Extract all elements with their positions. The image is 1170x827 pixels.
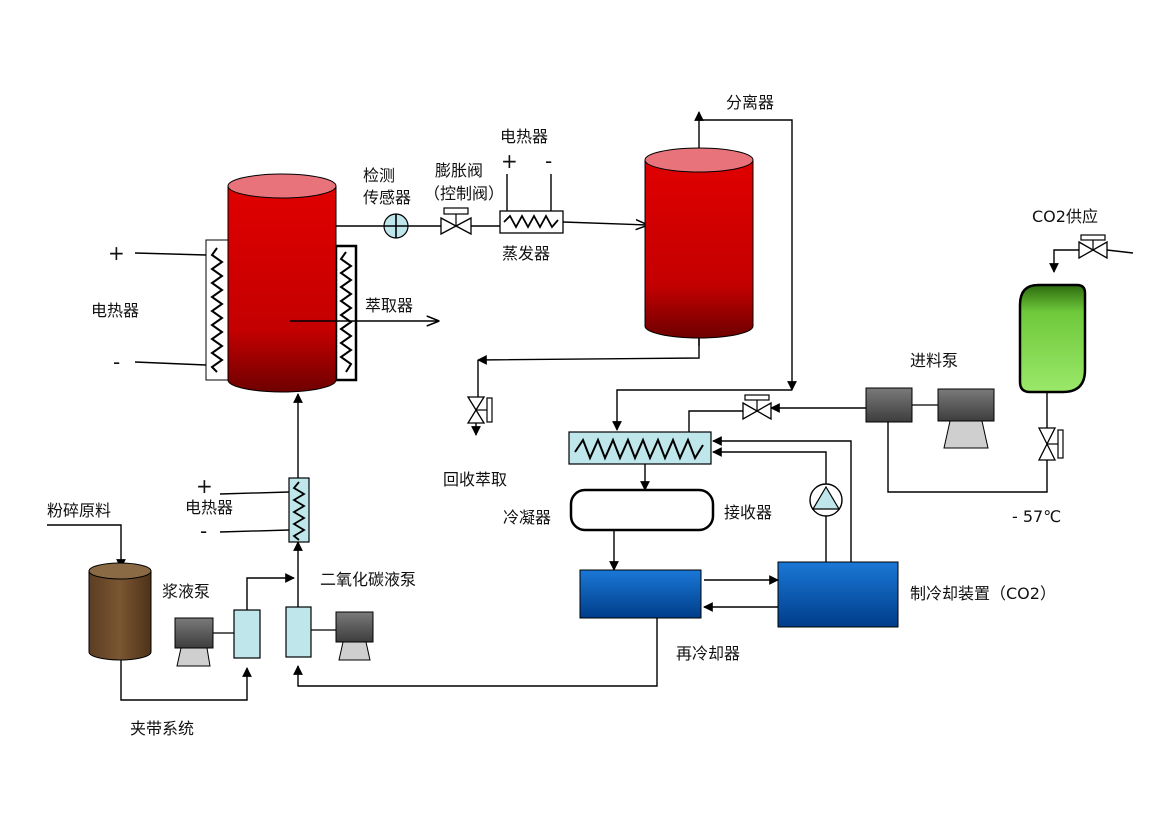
extractor-label: 萃取器 [365,296,413,315]
co2-supply-tank [1018,283,1087,394]
slurry-pump-body [233,609,261,659]
valve-label-line1: 膨胀阀 [435,161,483,180]
bottom-heater [288,477,310,543]
gate-valve-icon [1037,427,1064,461]
evaporator-label: 蒸发器 [502,244,550,263]
separator-top [644,147,754,173]
refrigeration-unit [777,561,899,628]
co2-pump-label: 二氧化碳液泵 [320,570,416,589]
motor-pump-icon [335,611,374,661]
feed-pump-label: 进料泵 [910,351,958,370]
condenser-label: 冷凝器 [503,508,551,527]
cross-circle-sensor-icon [383,213,409,239]
zigzag-heater-icon [210,247,224,373]
temperature-label: - 57℃ [1012,507,1061,526]
zigzag-heater-icon [503,214,559,229]
separator-vessel [644,147,754,339]
heater-minus-sign: - [113,350,120,374]
condenser-exchanger [568,431,712,465]
raw-material-hopper [88,562,152,661]
gate-valve-icon [742,394,772,421]
heater-plus-sign: + [108,241,125,265]
receiver-vessel [569,488,715,532]
bottom-heater-label: 电热器 [185,498,233,517]
gate-valve-icon [466,396,493,424]
sensor-label-line1: 检测 [363,166,395,185]
extractor-vessel [205,173,358,393]
receiver-label: 接收器 [724,503,772,522]
evaporator-heater-label: 电热器 [500,127,548,146]
motor-pump-icon [174,617,214,667]
heater-jacket-left [205,239,229,381]
gate-valve-icon [440,207,472,236]
raw-material-label: 粉碎原料 [47,501,111,520]
refrigeration-label: 制冷却装置（CO2） [910,584,1056,603]
heater-left-label: 电热器 [91,301,139,320]
sensor-label-line2: 传感器 [363,188,411,207]
feed-pump [865,387,995,449]
zigzag-heater-icon [339,251,353,373]
evaporator-minus-sign: - [545,149,552,173]
separator-label: 分离器 [726,93,774,112]
slurry-pump-label: 浆液泵 [162,582,210,601]
bottom-heater-plus-sign: + [196,474,213,498]
recooler-label: 再冷却器 [676,644,740,663]
extractor-top [227,173,337,199]
evaporator-plus-sign: + [501,149,518,173]
recooler-unit [579,569,702,619]
co2-supply-label: CO2供应 [1032,207,1098,226]
motor-pump-icon [937,388,995,449]
belt-system-label: 夹带系统 [130,719,194,738]
evaporator-heater [499,210,564,234]
zigzag-heater-icon [292,481,306,541]
recovery-label: 回收萃取 [443,470,507,489]
gate-valve-icon [1078,234,1108,260]
triangle-pump-icon [809,483,843,517]
valve-label-line2: （控制阀） [424,184,504,203]
bottom-heater-minus-sign: - [200,519,207,543]
co2-pump-body [285,606,312,658]
zigzag-coil-icon [574,437,704,461]
